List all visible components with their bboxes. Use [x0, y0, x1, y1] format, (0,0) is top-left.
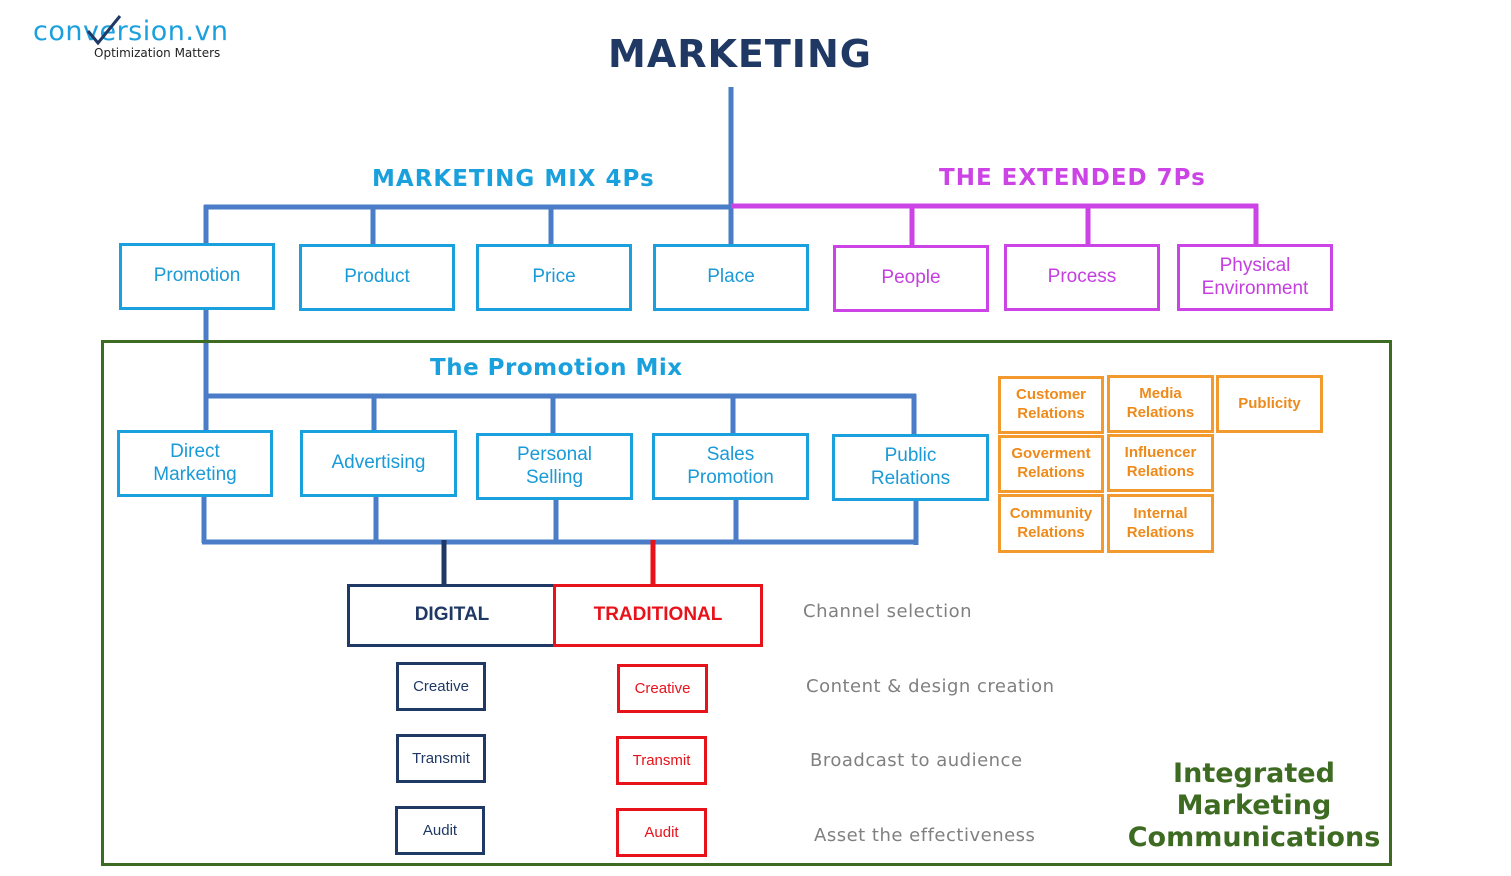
stage-content-creation: Content & design creation: [806, 676, 1055, 697]
box-publicity: Publicity: [1216, 375, 1323, 433]
logo-tagline: Optimization Matters: [94, 46, 221, 60]
box-personal-selling: Personal Selling: [476, 433, 633, 500]
promotion-mix-heading: The Promotion Mix: [430, 355, 683, 381]
imc-title: Integrated Marketing Communications: [1127, 758, 1381, 853]
stage-effectiveness: Asset the effectiveness: [814, 825, 1036, 846]
box-community-relations: Community Relations: [998, 494, 1104, 553]
box-digital-creative: Creative: [396, 662, 486, 711]
logo-check-icon: [86, 15, 122, 46]
box-digital-transmit: Transmit: [396, 734, 486, 783]
box-traditional-audit: Audit: [616, 808, 707, 857]
box-process: Process: [1004, 244, 1160, 311]
box-people: People: [833, 245, 989, 312]
box-internal-relations: Internal Relations: [1107, 494, 1214, 553]
box-traditional-transmit: Transmit: [616, 736, 707, 785]
box-advertising: Advertising: [300, 430, 457, 497]
imc-frame: [101, 340, 1392, 866]
diagram-title: MARKETING: [608, 32, 872, 76]
box-media-relations: Media Relations: [1107, 375, 1214, 433]
extended-7ps-heading: THE EXTENDED 7Ps: [939, 165, 1206, 191]
mix-4ps-heading: MARKETING MIX 4Ps: [372, 166, 655, 192]
logo-wordmark: conversion.vn: [33, 16, 229, 47]
stage-broadcast: Broadcast to audience: [810, 750, 1023, 771]
stage-channel-selection: Channel selection: [803, 601, 973, 622]
box-traditional-creative: Creative: [617, 664, 708, 713]
box-digital-audit: Audit: [395, 806, 485, 855]
box-sales-promotion: Sales Promotion: [652, 433, 809, 500]
box-public-relations: Public Relations: [832, 434, 989, 501]
box-traditional: TRADITIONAL: [553, 584, 763, 647]
box-customer-relations: Customer Relations: [998, 376, 1104, 434]
box-direct-marketing: Direct Marketing: [117, 430, 273, 497]
box-place: Place: [653, 244, 809, 311]
box-physical-environment: Physical Environment: [1177, 244, 1333, 311]
box-price: Price: [476, 244, 632, 311]
box-digital: DIGITAL: [347, 584, 557, 647]
box-product: Product: [299, 244, 455, 311]
box-government-relations: Goverment Relations: [998, 435, 1104, 493]
box-promotion: Promotion: [119, 243, 275, 310]
box-influencer-relations: Influencer Relations: [1107, 434, 1214, 492]
